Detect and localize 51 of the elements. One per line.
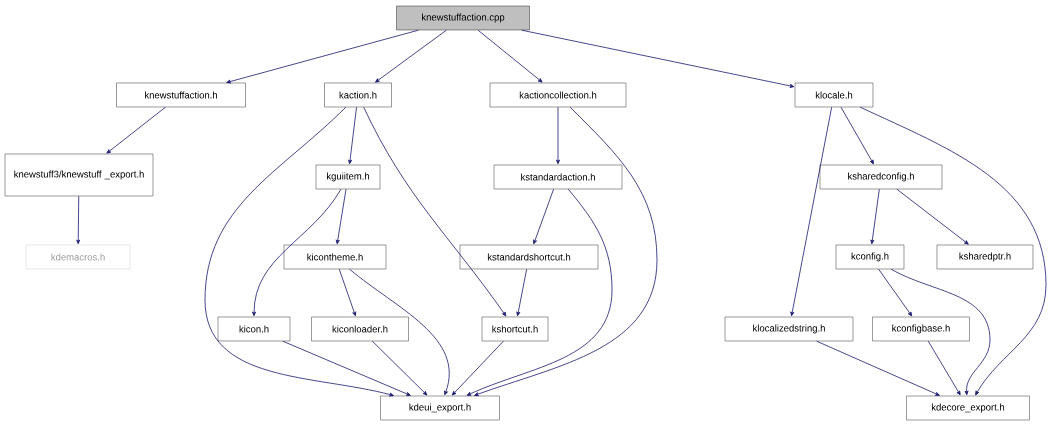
arrow	[204, 106, 394, 397]
arrow	[371, 340, 428, 396]
arrow	[840, 106, 874, 165]
header-file-box: kicon.h	[217, 316, 291, 342]
arrow	[335, 188, 347, 245]
header-file-box: kguiitem.h	[315, 164, 381, 190]
header-file-box: kconfig.h	[835, 244, 905, 270]
arrow	[927, 340, 961, 396]
arrow	[859, 106, 1047, 396]
arrow	[816, 340, 940, 396]
header-file-box: kactioncollection.h	[489, 82, 627, 108]
arrow	[474, 106, 658, 397]
arrow	[556, 106, 560, 165]
arrow	[282, 340, 411, 396]
header-file-box: kiconloader.h	[311, 316, 409, 342]
header-file-box: kdecore_export.h	[906, 395, 1030, 421]
arrow	[466, 188, 613, 396]
arrow	[533, 188, 554, 245]
arrow	[375, 29, 447, 83]
header-file-box: ksharedconfig.h	[819, 164, 943, 190]
header-file-box: kdeui_export.h	[380, 395, 500, 421]
arrow	[338, 268, 357, 317]
header-file-box: kconfigbase.h	[872, 316, 970, 342]
header-file-box: kstandardshortcut.h	[459, 244, 599, 270]
arrow	[76, 195, 81, 245]
header-file-box: kaction.h	[324, 82, 392, 108]
header-file-box: kicontheme.h	[283, 244, 387, 270]
arrow	[226, 29, 419, 84]
arrow	[252, 188, 342, 317]
header-file-box: kshortcut.h	[481, 316, 549, 342]
arrow	[451, 340, 504, 396]
header-file-box: klocale.h	[794, 82, 874, 108]
header-file-box: klocalizedstring.h	[724, 316, 854, 342]
header-file-box: ksharedptr.h	[936, 244, 1034, 270]
arrow	[896, 188, 969, 245]
header-file-box: knewstuff3/knewstuff _export.h	[4, 153, 154, 197]
source-file-box: knewstuffaction.cpp	[396, 5, 530, 31]
arrow	[890, 268, 991, 396]
arrow	[878, 268, 913, 317]
arrow	[521, 29, 795, 88]
arrow	[363, 106, 507, 317]
header-file-box: kstandardaction.h	[493, 164, 623, 190]
arrow	[349, 268, 450, 396]
header-file-box: kdemacros.h	[25, 244, 131, 270]
arrow	[106, 106, 166, 154]
arrow	[477, 29, 543, 83]
arrow	[790, 106, 833, 317]
arrow	[516, 268, 528, 317]
header-file-box: knewstuffaction.h	[116, 82, 246, 108]
arrow	[870, 188, 880, 245]
arrow	[348, 106, 357, 165]
